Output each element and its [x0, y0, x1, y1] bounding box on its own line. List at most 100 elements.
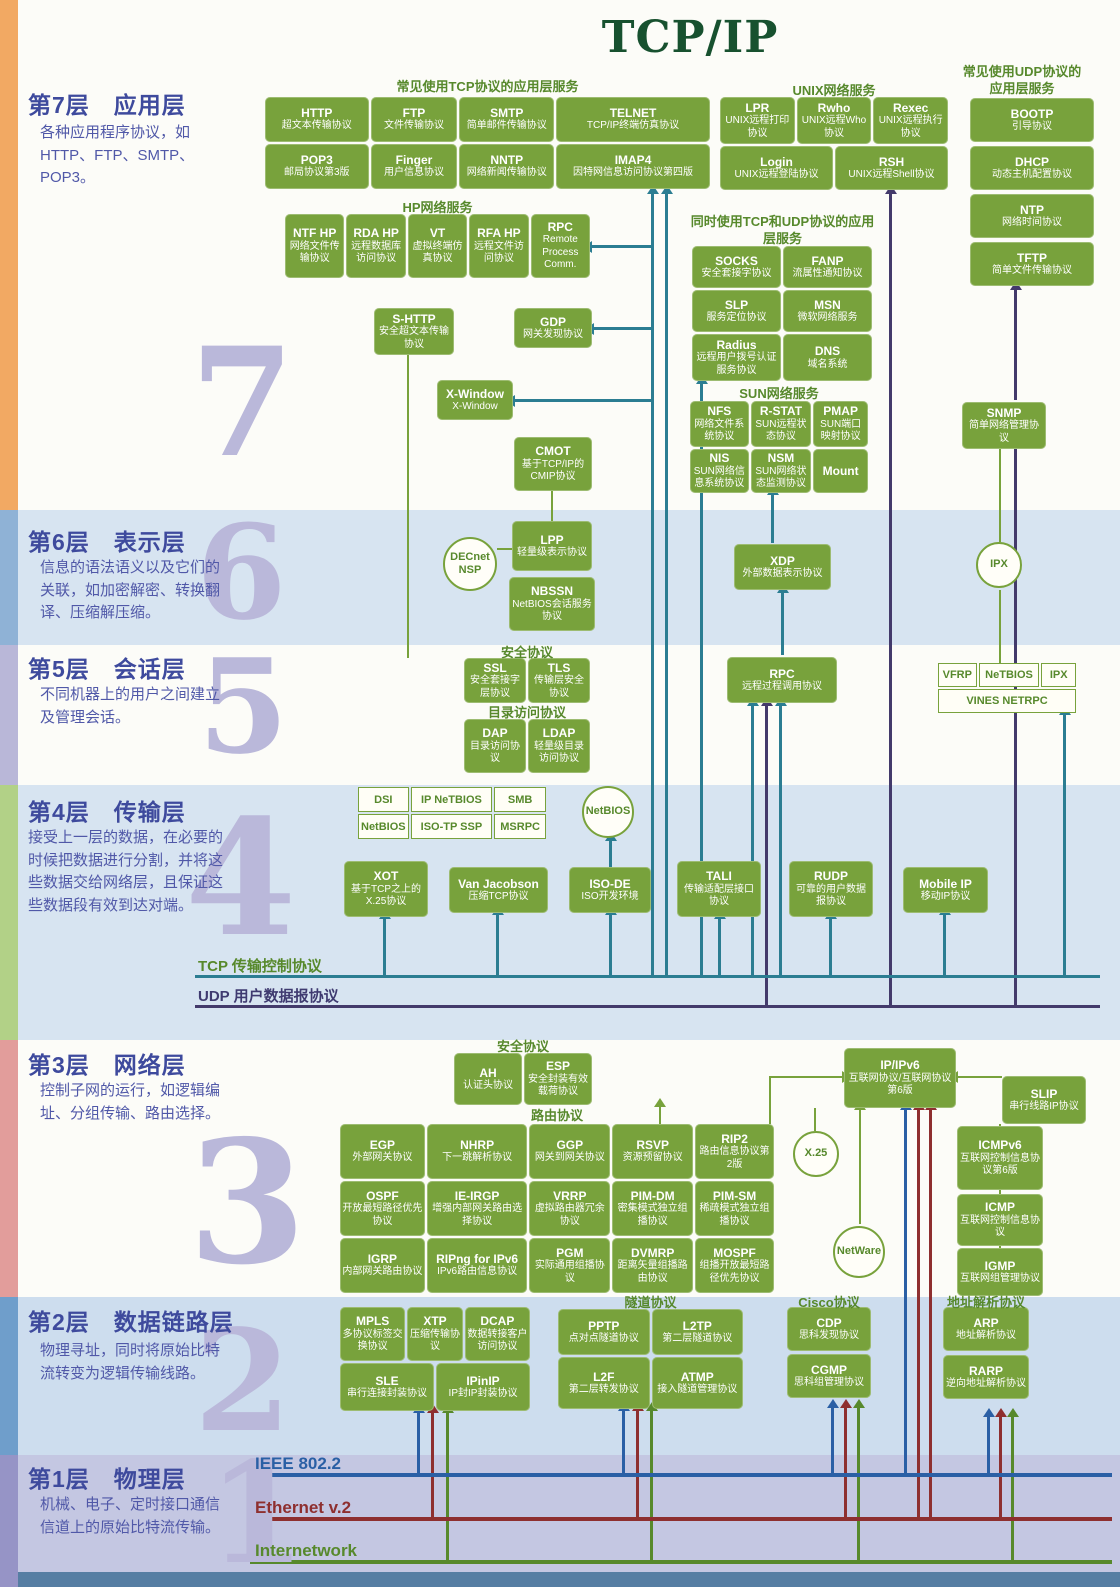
connector-tcp-to-rpc2 — [774, 697, 787, 975]
connector-netware-to-ipv6 — [854, 1101, 866, 1224]
connector-udp-to-unix — [884, 185, 897, 1007]
connector-ipv6-to-x25 — [814, 1108, 816, 1131]
layer1-number: 1 — [208, 1432, 306, 1587]
connector-tcp-to-vines — [1058, 706, 1071, 975]
group-header-security5: 安全协议 — [500, 645, 553, 660]
connector-tcp-to-mobileip — [938, 906, 951, 975]
connector-ethernet-to-tunnel — [631, 1402, 644, 1517]
udp-line-label: UDP 用户数据报协议 — [198, 988, 339, 1005]
protocol-cell: NetBIOS — [358, 814, 409, 839]
tcp-line — [195, 975, 1100, 978]
vines-row2: VINES NETRPC — [938, 689, 1076, 713]
connector-snmp-to-udpgroup — [1009, 281, 1022, 400]
connector-ipx-to-vines — [999, 590, 1001, 663]
connector-ethernet-to-cisco — [839, 1399, 852, 1517]
layer5-number: 5 — [198, 630, 289, 783]
protocol-cell: IPX — [1041, 663, 1076, 687]
connector-xdp-to-sun — [766, 486, 779, 543]
connector-slip-to-ipv6 — [949, 1071, 1002, 1083]
protocol-cell: IP NeTBIOS — [410, 787, 493, 812]
group-header-tunnel: 隧道协议 — [624, 1295, 677, 1310]
netbios-circle: NetBIOS — [582, 786, 634, 838]
connector-tcp-to-xot — [378, 910, 391, 975]
layer1-strip — [0, 1455, 18, 1587]
connector-cmot-to-lpp — [551, 491, 553, 521]
connector-to-xwindow — [506, 394, 651, 407]
connector-internetwork-to-arp — [1006, 1408, 1019, 1561]
layer3-number: 3 — [188, 1103, 307, 1303]
layer7-title: 第7层 应用层 — [28, 92, 186, 118]
connector-ieee-to-tunnel — [617, 1402, 630, 1473]
layer4-title: 第4层 传输层 — [28, 799, 186, 825]
connector-ethernet-to-ipv6 — [912, 1101, 925, 1517]
connector-internetwork-to-cisco — [852, 1399, 865, 1561]
connector-to-hp-group — [583, 240, 651, 253]
connector-tcp-to-isode — [604, 906, 617, 975]
layer4-strip — [0, 785, 18, 1040]
layer5-title: 第5层 会话层 — [28, 656, 186, 682]
udp-line — [195, 1005, 1100, 1008]
layer3-strip — [0, 1040, 18, 1297]
diagram-title: TCP/IP — [601, 12, 779, 63]
layer2-title: 第2层 数据链路层 — [28, 1309, 234, 1335]
tcp-line-label: TCP 传输控制协议 — [198, 958, 322, 975]
protocol-cell: VFRP — [938, 663, 977, 687]
protocol-cell: NeTBIOS — [978, 663, 1040, 687]
layer6-number: 6 — [196, 496, 287, 649]
connector-snmp-to-ipx — [999, 444, 1001, 542]
protocol-box: Mount — [813, 449, 868, 493]
group-header-udp-services: 常见使用UDP协议的应用层服务 — [962, 64, 1082, 96]
layer6-strip — [0, 510, 18, 645]
group-header-cisco: Cisco协议 — [798, 1295, 860, 1310]
group-header-address: 地址解析协议 — [946, 1295, 1025, 1310]
connector-ieee-to-ipv6 — [899, 1101, 912, 1473]
connector-internetwork-to-tunnel — [645, 1402, 658, 1561]
